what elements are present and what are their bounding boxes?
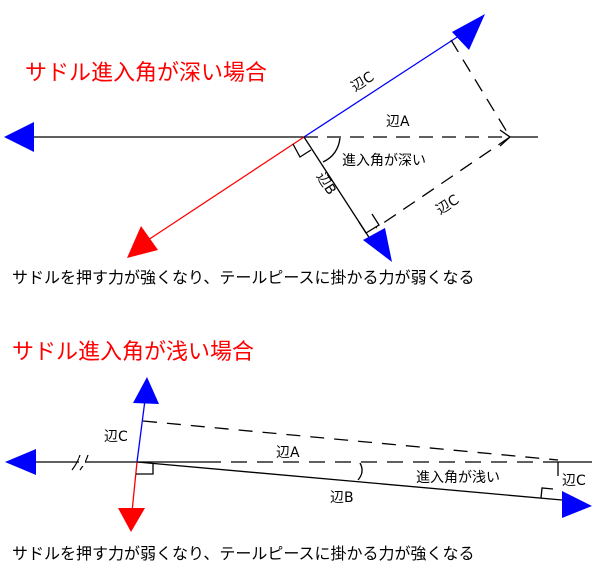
corner-mark: [499, 129, 512, 147]
saddle-force-line: [131, 461, 138, 513]
deep-title: サドル進入角が深い場合: [25, 61, 267, 86]
down-left-arrow-icon: [127, 226, 158, 258]
down-arrow-icon: [118, 508, 145, 532]
saddle-force-line: [144, 136, 305, 243]
left-arrow-icon: [5, 449, 36, 475]
shallow-angle-diagram: サドル進入角が浅い場合 辺C 辺A 進入角が浅い 辺B 辺C サドルを押す力が弱…: [5, 340, 592, 563]
up-arrow-icon: [133, 377, 159, 404]
edge-c-line: [303, 31, 466, 138]
right-angle-mark: [292, 143, 312, 158]
deep-caption: サドルを押す力が強くなり、テールピースに掛かる力が弱くなる: [12, 268, 475, 287]
edge-c-label-2: 辺C: [433, 192, 462, 218]
edge-c-label-2: 辺C: [562, 473, 586, 489]
dashed-perpendicular: [450, 39, 511, 138]
angle-label: 進入角が深い: [342, 153, 426, 169]
edge-a-label: 辺A: [386, 114, 410, 130]
edge-c-dashed: [375, 136, 511, 229]
left-arrow-icon: [4, 122, 34, 152]
edge-b-line: [136, 461, 563, 501]
deep-angle-diagram: サドル進入角が深い場合 辺C 辺A 進入角が深い 辺B 辺C サドルを押す力が強…: [4, 14, 538, 287]
right-arrow-icon: [562, 491, 592, 518]
edge-c-label: 辺C: [104, 429, 128, 445]
up-right-arrow-icon: [452, 14, 485, 50]
edge-b-label: 辺B: [330, 490, 354, 506]
edge-c-line: [136, 399, 146, 463]
right-angle-mark: [540, 487, 554, 499]
right-angle-mark: [136, 463, 154, 475]
break-gap: [79, 458, 85, 466]
down-right-arrow-icon: [363, 228, 392, 262]
angle-label: 進入角が浅い: [416, 470, 500, 486]
angle-arc: [357, 462, 363, 481]
angle-arc: [322, 137, 341, 163]
edge-b-label: 辺B: [313, 169, 339, 198]
shallow-caption: サドルを押す力が弱くなり、テールピースに掛かる力が強くなる: [12, 544, 475, 563]
shallow-title: サドル進入角が浅い場合: [12, 340, 254, 365]
edge-a-label: 辺A: [276, 445, 300, 461]
dashed-parallel: [142, 420, 559, 461]
right-angle-mark: [358, 213, 380, 234]
